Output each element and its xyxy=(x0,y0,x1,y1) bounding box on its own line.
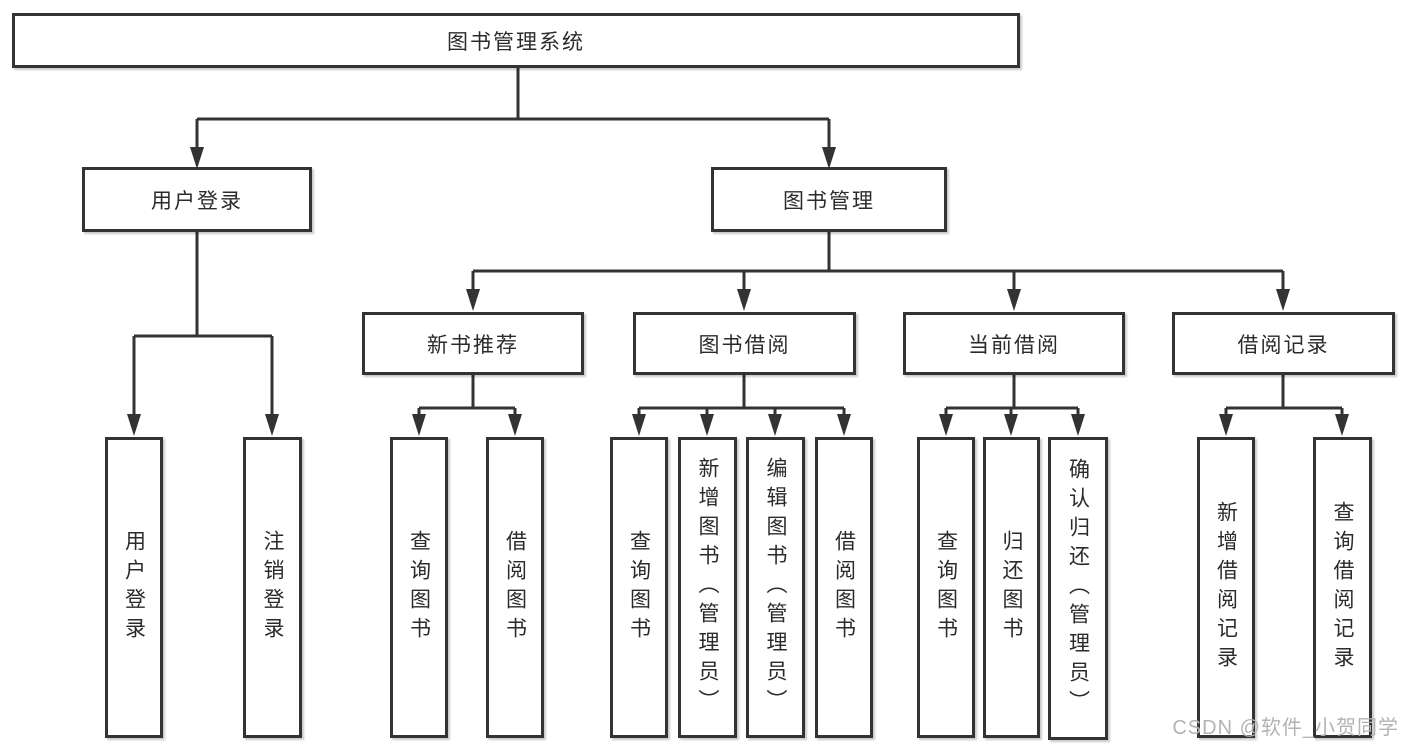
leaf-current-return-books: 归还图书 xyxy=(983,437,1040,738)
leaf-logout: 注销登录 xyxy=(243,437,302,738)
leaf-current-confirm-return-admin-label: 确认归还（管理员） xyxy=(1066,458,1090,719)
leaf-borrow-borrow-books-label: 借阅图书 xyxy=(832,529,856,646)
leaf-user-login: 用户登录 xyxy=(105,437,163,738)
leaf-records-add-record-label: 新增借阅记录 xyxy=(1214,500,1238,675)
node-book-borrow-label: 图书借阅 xyxy=(698,333,791,357)
node-borrow-records-label: 借阅记录 xyxy=(1237,333,1330,357)
node-root: 图书管理系统 xyxy=(12,13,1020,68)
watermark: CSDN @软件_小贺同学 xyxy=(1172,717,1399,739)
leaf-recommend-borrow-books-label: 借阅图书 xyxy=(503,529,527,646)
node-book-borrow: 图书借阅 xyxy=(633,312,856,375)
node-book-management: 图书管理 xyxy=(711,167,947,232)
node-root-label: 图书管理系统 xyxy=(447,30,585,54)
leaf-current-query-books-label: 查询图书 xyxy=(934,529,958,646)
leaf-borrow-edit-book-admin: 编辑图书（管理员） xyxy=(746,437,805,738)
leaf-records-query-record-label: 查询借阅记录 xyxy=(1331,500,1354,675)
leaf-recommend-borrow-books: 借阅图书 xyxy=(486,437,544,738)
node-book-management-label: 图书管理 xyxy=(783,189,875,213)
node-current-borrow-label: 当前借阅 xyxy=(968,333,1060,357)
node-borrow-records: 借阅记录 xyxy=(1172,312,1395,375)
leaf-current-return-books-label: 归还图书 xyxy=(1000,529,1023,646)
node-user-login: 用户登录 xyxy=(82,167,312,232)
leaf-recommend-query-books: 查询图书 xyxy=(390,437,448,738)
leaf-borrow-add-book-admin-label: 新增图书（管理员） xyxy=(696,457,719,718)
node-new-book-recommend-label: 新书推荐 xyxy=(427,333,519,357)
leaf-borrow-query-books: 查询图书 xyxy=(610,437,668,738)
leaf-current-confirm-return-admin: 确认归还（管理员） xyxy=(1048,437,1108,740)
leaf-logout-label: 注销登录 xyxy=(261,529,284,646)
node-new-book-recommend: 新书推荐 xyxy=(362,312,584,375)
leaf-borrow-add-book-admin: 新增图书（管理员） xyxy=(678,437,737,738)
leaf-records-add-record: 新增借阅记录 xyxy=(1197,437,1255,738)
leaf-records-query-record: 查询借阅记录 xyxy=(1313,437,1372,738)
leaf-user-login-label: 用户登录 xyxy=(122,529,146,646)
leaf-borrow-edit-book-admin-label: 编辑图书（管理员） xyxy=(764,457,787,718)
node-user-login-label: 用户登录 xyxy=(151,189,243,213)
leaf-borrow-query-books-label: 查询图书 xyxy=(627,529,651,646)
leaf-recommend-query-books-label: 查询图书 xyxy=(407,529,431,646)
leaf-borrow-borrow-books: 借阅图书 xyxy=(815,437,873,738)
leaf-current-query-books: 查询图书 xyxy=(917,437,975,738)
node-current-borrow: 当前借阅 xyxy=(903,312,1125,375)
arrowheads xyxy=(127,147,1349,436)
